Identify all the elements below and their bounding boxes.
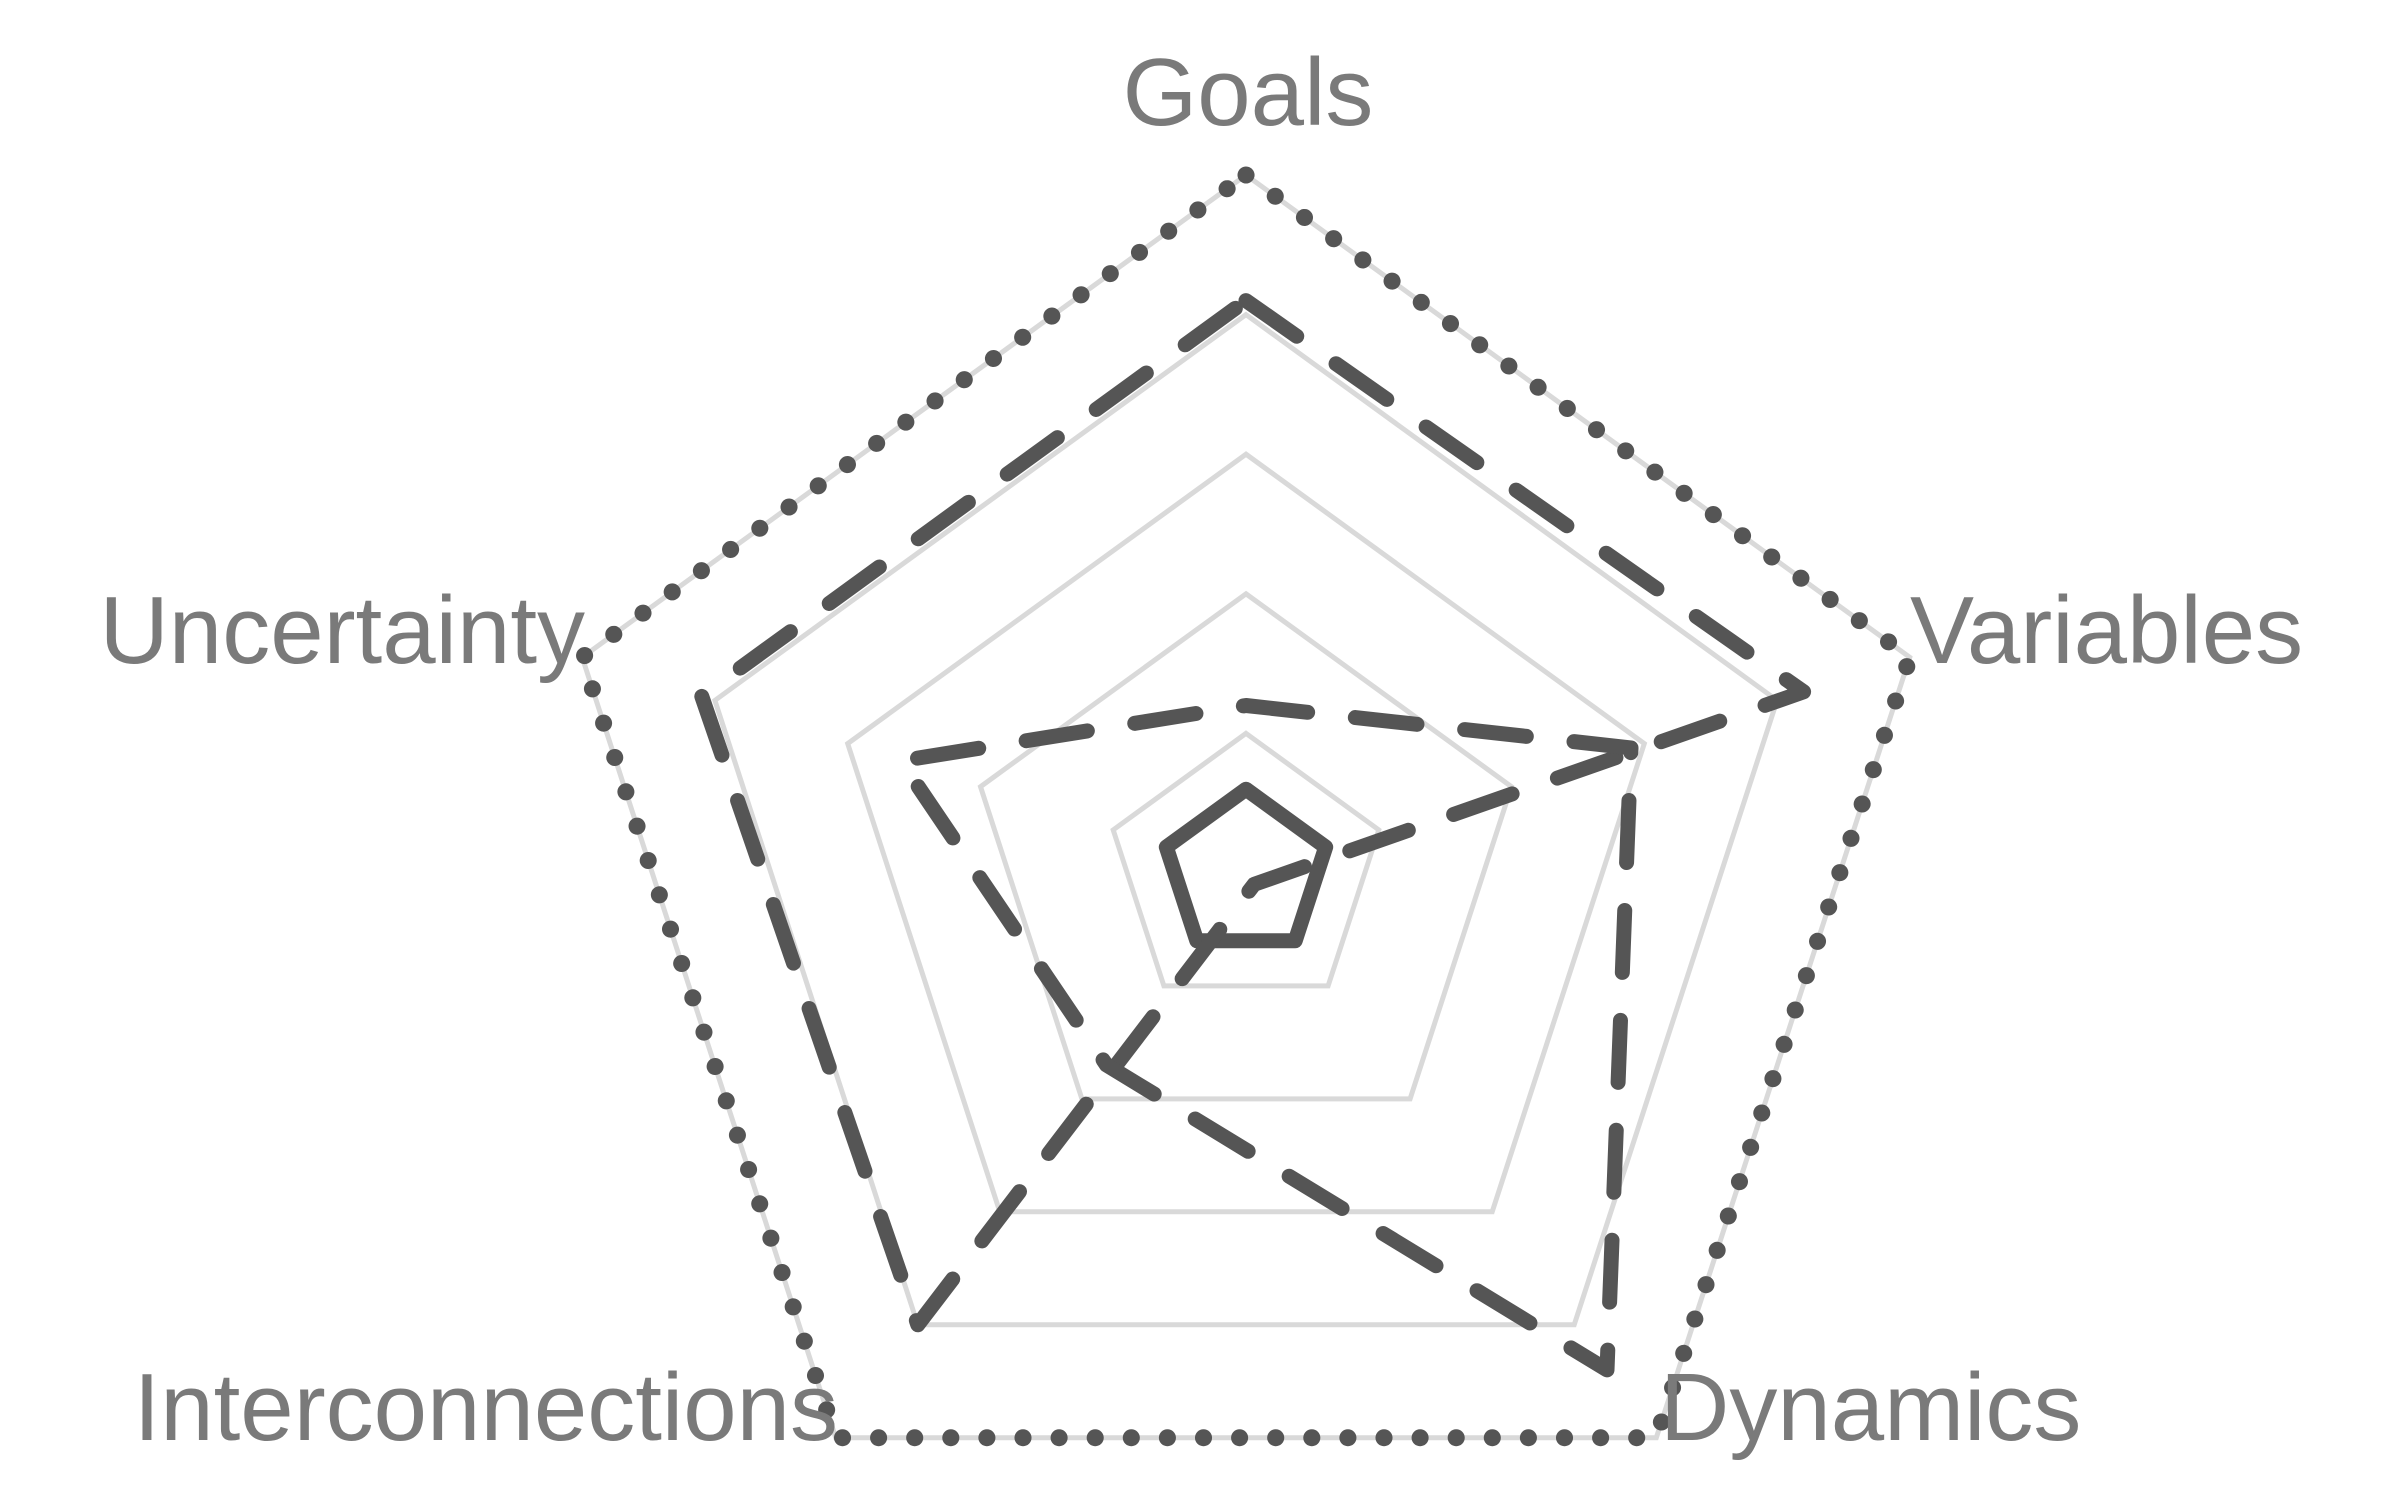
axis-label-variables: Variables xyxy=(1910,577,2303,684)
axis-label-interconnections: Interconnections xyxy=(134,1354,838,1461)
grid-ring-3 xyxy=(844,451,1648,1215)
grid-ring-2 xyxy=(977,590,1515,1102)
grid-ring-1 xyxy=(1110,730,1382,989)
axis-label-dynamics: Dynamics xyxy=(1660,1354,2081,1461)
series-layer xyxy=(573,166,1919,1447)
axis-label-goals: Goals xyxy=(1123,39,1374,146)
series-line-3-dashed xyxy=(893,698,1639,1378)
series-line-2-dashed xyxy=(694,293,1812,1333)
axis-labels: Goals Variables Dynamics Interconnection… xyxy=(99,39,2303,1461)
axis-label-uncertainty: Uncertainty xyxy=(99,577,585,684)
series-line-4-dotted xyxy=(573,166,1919,1447)
series-line-1-solid xyxy=(1158,781,1334,949)
grid-ring-4 xyxy=(711,311,1781,1328)
